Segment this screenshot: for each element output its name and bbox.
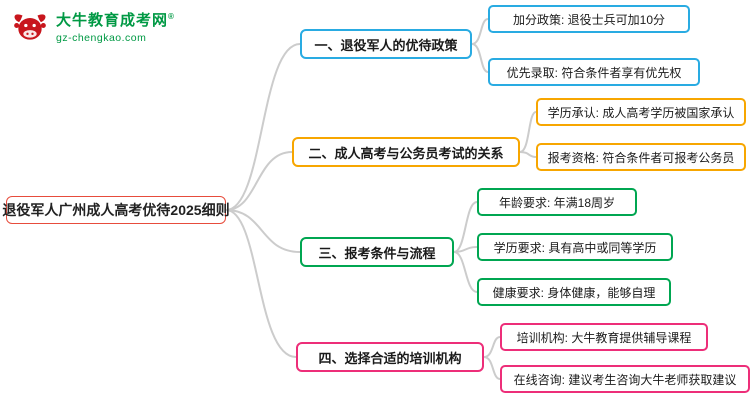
leaf-node-age-requirement[interactable]: 年龄要求: 年满18周岁 xyxy=(477,188,637,216)
branch-node-veteran-policy[interactable]: 一、退役军人的优待政策 xyxy=(300,29,472,59)
leaf-node-degree-recognition[interactable]: 学历承认: 成人高考学历被国家承认 xyxy=(536,98,746,126)
registered-mark: ® xyxy=(168,12,175,21)
leaf-node-health-requirement[interactable]: 健康要求: 身体健康，能够自理 xyxy=(477,278,671,306)
logo-text: 大牛教育成考网® gz-chengkao.com xyxy=(56,12,175,44)
connector-branch1-leaf1 xyxy=(471,18,489,45)
connector-root-branch3 xyxy=(225,209,301,253)
connector-branch2-leaf1 xyxy=(519,111,537,153)
connector-branch4-leaf1 xyxy=(483,336,501,358)
site-logo[interactable]: 大牛教育成考网® gz-chengkao.com xyxy=(10,8,175,48)
connector-branch3-leaf3 xyxy=(453,251,478,293)
branch-node-requirements[interactable]: 三、报考条件与流程 xyxy=(300,237,454,267)
logo-subtitle: gz-chengkao.com xyxy=(56,32,147,44)
branch-node-training-org[interactable]: 四、选择合适的培训机构 xyxy=(296,342,484,372)
leaf-node-apply-eligibility[interactable]: 报考资格: 符合条件者可报考公务员 xyxy=(536,143,746,171)
connector-branch4-leaf2 xyxy=(483,356,501,380)
branch-node-exam-civil-service[interactable]: 二、成人高考与公务员考试的关系 xyxy=(292,137,520,167)
leaf-node-education-requirement[interactable]: 学历要求: 具有高中或同等学历 xyxy=(477,233,673,261)
connector-branch3-leaf1 xyxy=(453,201,478,253)
connector-root-branch4 xyxy=(225,209,297,358)
leaf-node-bonus-policy[interactable]: 加分政策: 退役士兵可加10分 xyxy=(488,5,690,33)
logo-title: 大牛教育成考网® xyxy=(56,12,175,29)
connector-branch1-leaf2 xyxy=(471,43,489,73)
leaf-node-training-courses[interactable]: 培训机构: 大牛教育提供辅导课程 xyxy=(500,323,708,351)
connector-root-branch2 xyxy=(225,151,293,211)
bull-icon xyxy=(14,14,46,40)
connector-root-branch1 xyxy=(225,43,301,211)
leaf-node-priority-admission[interactable]: 优先录取: 符合条件者享有优先权 xyxy=(488,58,700,86)
root-node[interactable]: 退役军人广州成人高考优待2025细则 xyxy=(2,196,230,224)
connector-branch2-leaf2 xyxy=(519,151,537,158)
leaf-node-online-consult[interactable]: 在线咨询: 建议考生咨询大牛老师获取建议 xyxy=(500,365,750,393)
